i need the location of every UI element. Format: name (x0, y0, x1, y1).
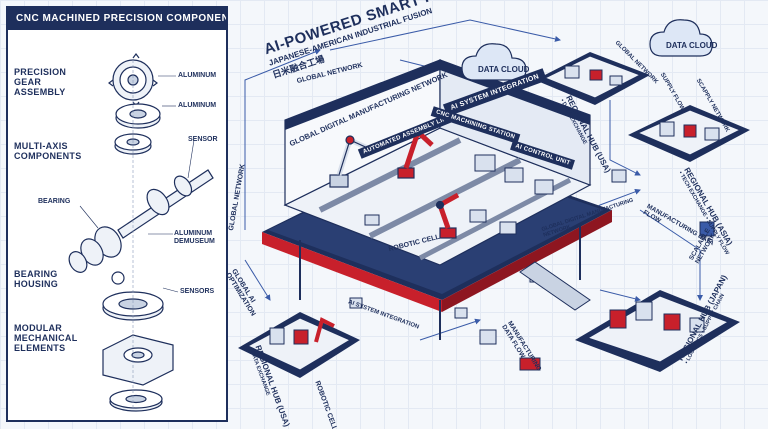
aluminum-callout-1: ALUMINUM (178, 72, 217, 79)
precision-gear-label: PRECISION GEAR ASSEMBLY (14, 67, 67, 97)
bearing-callout: BEARING (38, 198, 71, 205)
machines (364, 154, 554, 235)
hub-usa-top-platform (535, 52, 650, 105)
data-cloud-1-label: DATA CLOUD (478, 65, 530, 74)
base-ring-icon (109, 389, 163, 412)
data-cloud-2-icon (649, 19, 713, 57)
data-cloud-2-label: DATA CLOUD (666, 41, 718, 50)
modular-elements-label: MODULAR MECHANICAL ELEMENTS (14, 323, 78, 353)
hub-asia-platform (628, 105, 750, 162)
conveyor-ramp (519, 261, 591, 311)
gear-middle-icon (115, 103, 161, 129)
sensor-callout: SENSOR (188, 136, 218, 143)
bearing-discs-icon (68, 226, 125, 285)
network-flow-lines (244, 19, 703, 341)
hub-japan-platform (575, 290, 740, 372)
hub-usa-bottom-platform (238, 312, 360, 378)
robot-arm-main-3 (435, 192, 460, 239)
exploded-parts-illustration (68, 53, 214, 412)
shaft-icon (117, 169, 214, 239)
components-panel: CNC MACHINED PRECISION COMPONENTS (6, 6, 228, 422)
bearing-housing-label: BEARING HOUSING (14, 269, 59, 289)
data-cloud-1-icon (461, 43, 527, 81)
mechanical-housing-icon (102, 334, 174, 386)
panel-title: CNC MACHINED PRECISION COMPONENTS (8, 8, 226, 30)
aluminum-callout-2: ALUMINUM (178, 102, 217, 109)
multi-axis-label: MULTI-AXIS COMPONENTS (14, 141, 82, 161)
aluminum-demuseum-callout: ALUMINUM DEMUSEUM (174, 230, 215, 245)
sensors-callout: SENSORS (180, 288, 215, 295)
